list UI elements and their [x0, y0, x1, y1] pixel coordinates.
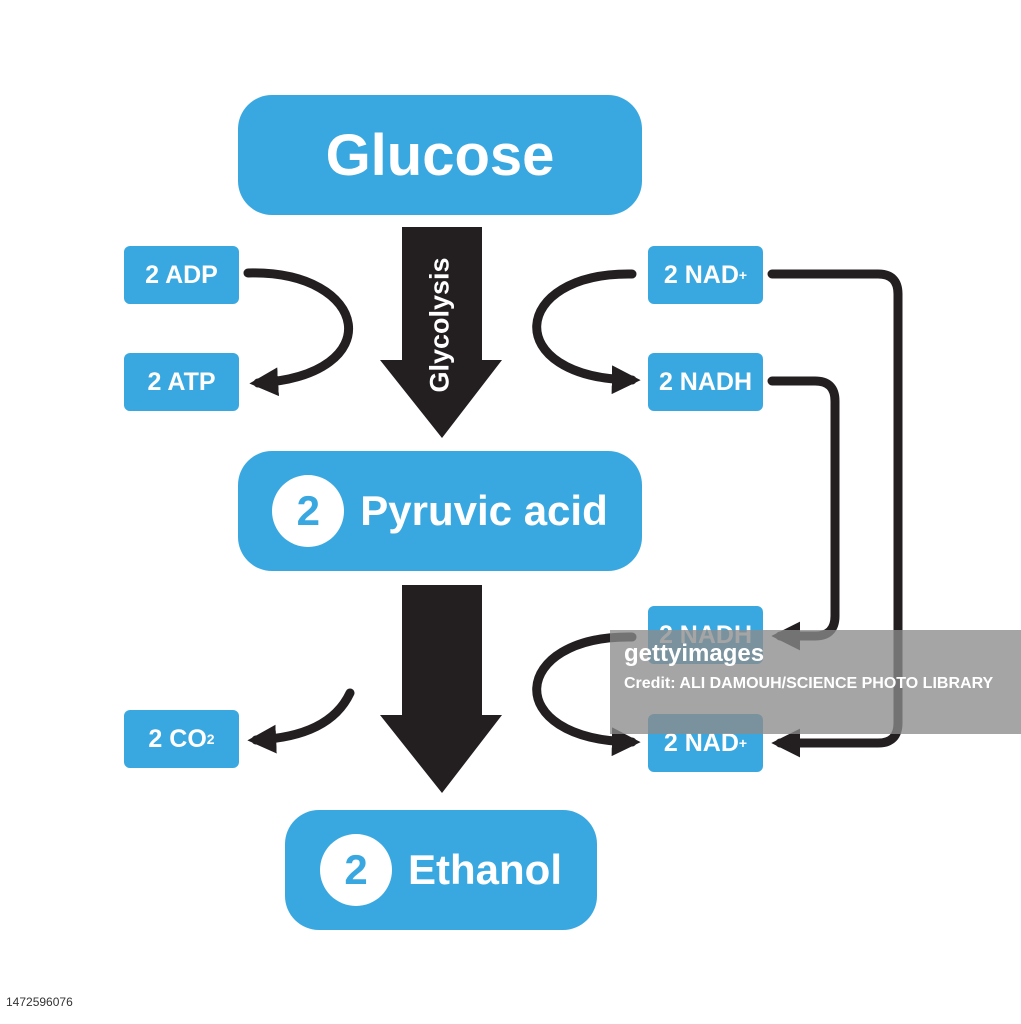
adp-to-atp-arrow	[243, 268, 353, 397]
nad-top-label: 2 NAD	[663, 260, 739, 289]
watermark-credit: Credit: ALI DAMOUH/SCIENCE PHOTO LIBRARY	[624, 675, 994, 692]
pyruvic-acid-label: Pyruvic acid	[360, 487, 608, 534]
pyruvic-acid-box: 2 Pyruvic acid	[238, 451, 642, 571]
atp-label: 2 ATP	[147, 367, 216, 396]
ethanol-count-badge: 2	[320, 834, 392, 906]
ethanol-box: 2 Ethanol	[285, 810, 597, 930]
nadh-to-nad-arrow	[532, 632, 641, 757]
nadh-top-label: 2 NADH	[658, 367, 753, 396]
fermentation-arrow	[380, 585, 502, 793]
adp-box: 2 ADP	[124, 246, 239, 304]
glycolysis-label: Glycolysis	[424, 257, 455, 393]
nad-top-charge: +	[738, 267, 748, 283]
watermark-logo: gettyimages	[624, 640, 765, 667]
nadh-recycle-line	[767, 376, 840, 651]
nad-to-nadh-arrow	[532, 269, 641, 395]
atp-box: 2 ATP	[124, 353, 239, 411]
stock-id: 1472596076	[6, 995, 73, 1009]
nad-recycle-line	[767, 269, 903, 758]
co2-release-arrow	[247, 688, 355, 754]
co2-subscript: 2	[206, 731, 215, 747]
pyruvic-count-badge: 2	[272, 475, 345, 547]
glucose-label: Glucose	[325, 122, 555, 188]
nadh-top-box: 2 NADH	[648, 353, 763, 411]
co2-label: 2 CO	[148, 724, 207, 753]
nad-bottom-charge: +	[738, 735, 748, 751]
nad-top-box: 2 NAD+	[648, 246, 763, 304]
adp-label: 2 ADP	[145, 260, 218, 289]
watermark: gettyimages Credit: ALI DAMOUH/SCIENCE P…	[610, 630, 1021, 734]
ethanol-label: Ethanol	[408, 846, 562, 893]
glucose-box: Glucose	[238, 95, 642, 215]
glycolysis-arrow	[380, 227, 502, 438]
